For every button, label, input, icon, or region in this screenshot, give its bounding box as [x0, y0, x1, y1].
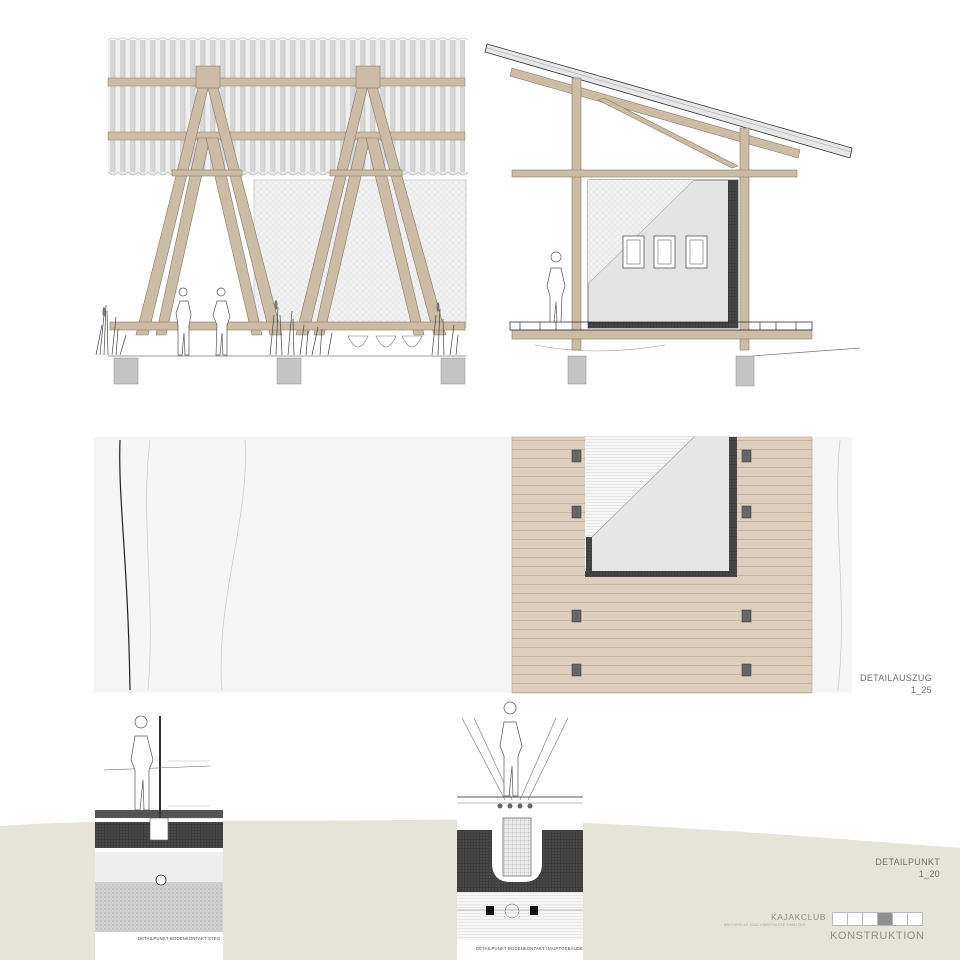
title-block-subtitle: ARCHIVELLE JOACHIMSTRASSE 5/MATZKY	[724, 923, 806, 927]
roof-slab	[484, 43, 853, 159]
detailauszug-scale: 1_25	[910, 685, 932, 695]
tb-cell-active	[877, 912, 893, 926]
boats	[347, 335, 423, 348]
tb-cell	[862, 912, 878, 926]
tb-cell	[847, 912, 863, 926]
concrete-footings	[113, 357, 466, 385]
person-figures	[175, 287, 231, 356]
title-block-cells	[832, 912, 923, 926]
tb-cell	[832, 912, 848, 926]
title-block-sheet: KONSTRUKTION	[830, 930, 925, 942]
detailauszug-title: DETAILAUSZUG	[860, 673, 932, 683]
caption-steg: DETAILPUNKT BODENKONTAKT STEG	[138, 936, 221, 941]
detailauszug-label: DETAILAUSZUG 1_25	[840, 672, 932, 696]
detailpunkt-title: DETAILPUNKT	[875, 857, 940, 867]
caption-hauptgebaeude: DETAILPUNKT BODENKONTAKT HAUPTGEBÄUDE	[476, 946, 584, 951]
reed-plants	[95, 304, 459, 356]
column-anchors	[571, 449, 752, 677]
corrugated-roof-cladding	[108, 40, 465, 172]
detail-steg	[95, 715, 223, 960]
detailpunkt-label: DETAILPUNKT 1_20	[840, 856, 940, 880]
side-section	[484, 43, 861, 387]
detailpunkt-scale: 1_20	[918, 869, 940, 879]
person-figure	[546, 251, 566, 323]
tb-cell	[892, 912, 908, 926]
detail-hauptgebaeude	[457, 701, 583, 960]
front-elevation	[95, 37, 469, 385]
detail-plan	[94, 436, 852, 694]
tb-cell	[907, 912, 923, 926]
title-block-project: KAJAKCLUB	[771, 912, 827, 922]
